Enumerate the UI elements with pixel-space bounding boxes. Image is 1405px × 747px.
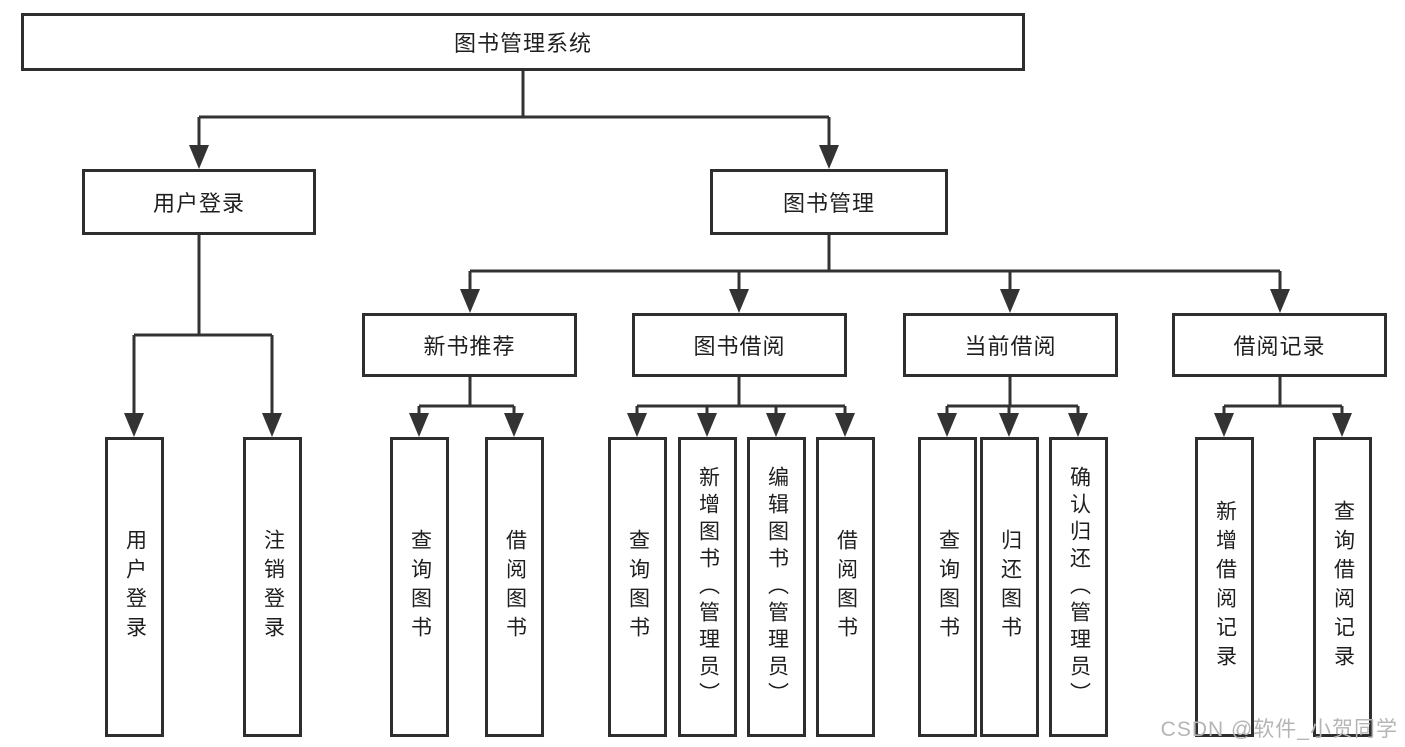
leaf-borrow-borrow-books: 借阅图书 bbox=[816, 437, 875, 737]
leaf-add-books-admin-label: 新增图书（管理员） bbox=[696, 465, 720, 709]
leaf-edit-books-admin-label: 编辑图书（管理员） bbox=[765, 465, 789, 709]
leaf-user-login-label: 用户登录 bbox=[123, 529, 147, 645]
leaf-logout-label: 注销登录 bbox=[261, 529, 285, 645]
node-book-borrow-label: 图书借阅 bbox=[693, 334, 786, 359]
leaf-newbook-query-books-label: 查询图书 bbox=[408, 529, 432, 645]
leaf-add-borrow-record: 新增借阅记录 bbox=[1195, 437, 1254, 737]
node-new-book-recommend-label: 新书推荐 bbox=[423, 334, 516, 359]
node-root-label: 图书管理系统 bbox=[453, 31, 592, 56]
node-root: 图书管理系统 bbox=[21, 13, 1025, 71]
node-current-borrow: 当前借阅 bbox=[903, 313, 1118, 377]
node-user-login: 用户登录 bbox=[82, 169, 316, 235]
leaf-edit-books-admin: 编辑图书（管理员） bbox=[747, 437, 806, 737]
leaf-current-query-books-label: 查询图书 bbox=[936, 529, 960, 645]
leaf-confirm-return-admin: 确认归还（管理员） bbox=[1049, 437, 1108, 737]
leaf-user-login: 用户登录 bbox=[105, 437, 164, 737]
node-book-borrow: 图书借阅 bbox=[632, 313, 847, 377]
leaf-borrow-borrow-books-label: 借阅图书 bbox=[834, 529, 858, 645]
leaf-logout: 注销登录 bbox=[243, 437, 302, 737]
leaf-add-borrow-record-label: 新增借阅记录 bbox=[1213, 500, 1237, 674]
node-current-borrow-label: 当前借阅 bbox=[964, 334, 1057, 359]
leaf-borrow-query-books-label: 查询图书 bbox=[626, 529, 650, 645]
leaf-confirm-return-admin-label: 确认归还（管理员） bbox=[1067, 465, 1091, 709]
node-new-book-recommend: 新书推荐 bbox=[362, 313, 577, 377]
leaf-borrow-query-books: 查询图书 bbox=[608, 437, 667, 737]
leaf-newbook-query-books: 查询图书 bbox=[390, 437, 449, 737]
csdn-watermark: CSDN @软件_小贺同学 bbox=[1160, 718, 1398, 741]
leaf-return-books-label: 归还图书 bbox=[998, 529, 1022, 645]
node-borrow-records: 借阅记录 bbox=[1172, 313, 1387, 377]
leaf-return-books: 归还图书 bbox=[980, 437, 1039, 737]
leaf-newbook-borrow-books-label: 借阅图书 bbox=[503, 529, 527, 645]
node-book-management-label: 图书管理 bbox=[782, 191, 875, 216]
leaf-newbook-borrow-books: 借阅图书 bbox=[485, 437, 544, 737]
node-book-management: 图书管理 bbox=[710, 169, 948, 235]
node-borrow-records-label: 借阅记录 bbox=[1233, 334, 1326, 359]
leaf-add-books-admin: 新增图书（管理员） bbox=[678, 437, 737, 737]
leaf-query-borrow-record: 查询借阅记录 bbox=[1313, 437, 1372, 737]
leaf-current-query-books: 查询图书 bbox=[918, 437, 977, 737]
leaf-query-borrow-record-label: 查询借阅记录 bbox=[1331, 500, 1355, 674]
node-user-login-label: 用户登录 bbox=[152, 191, 245, 216]
